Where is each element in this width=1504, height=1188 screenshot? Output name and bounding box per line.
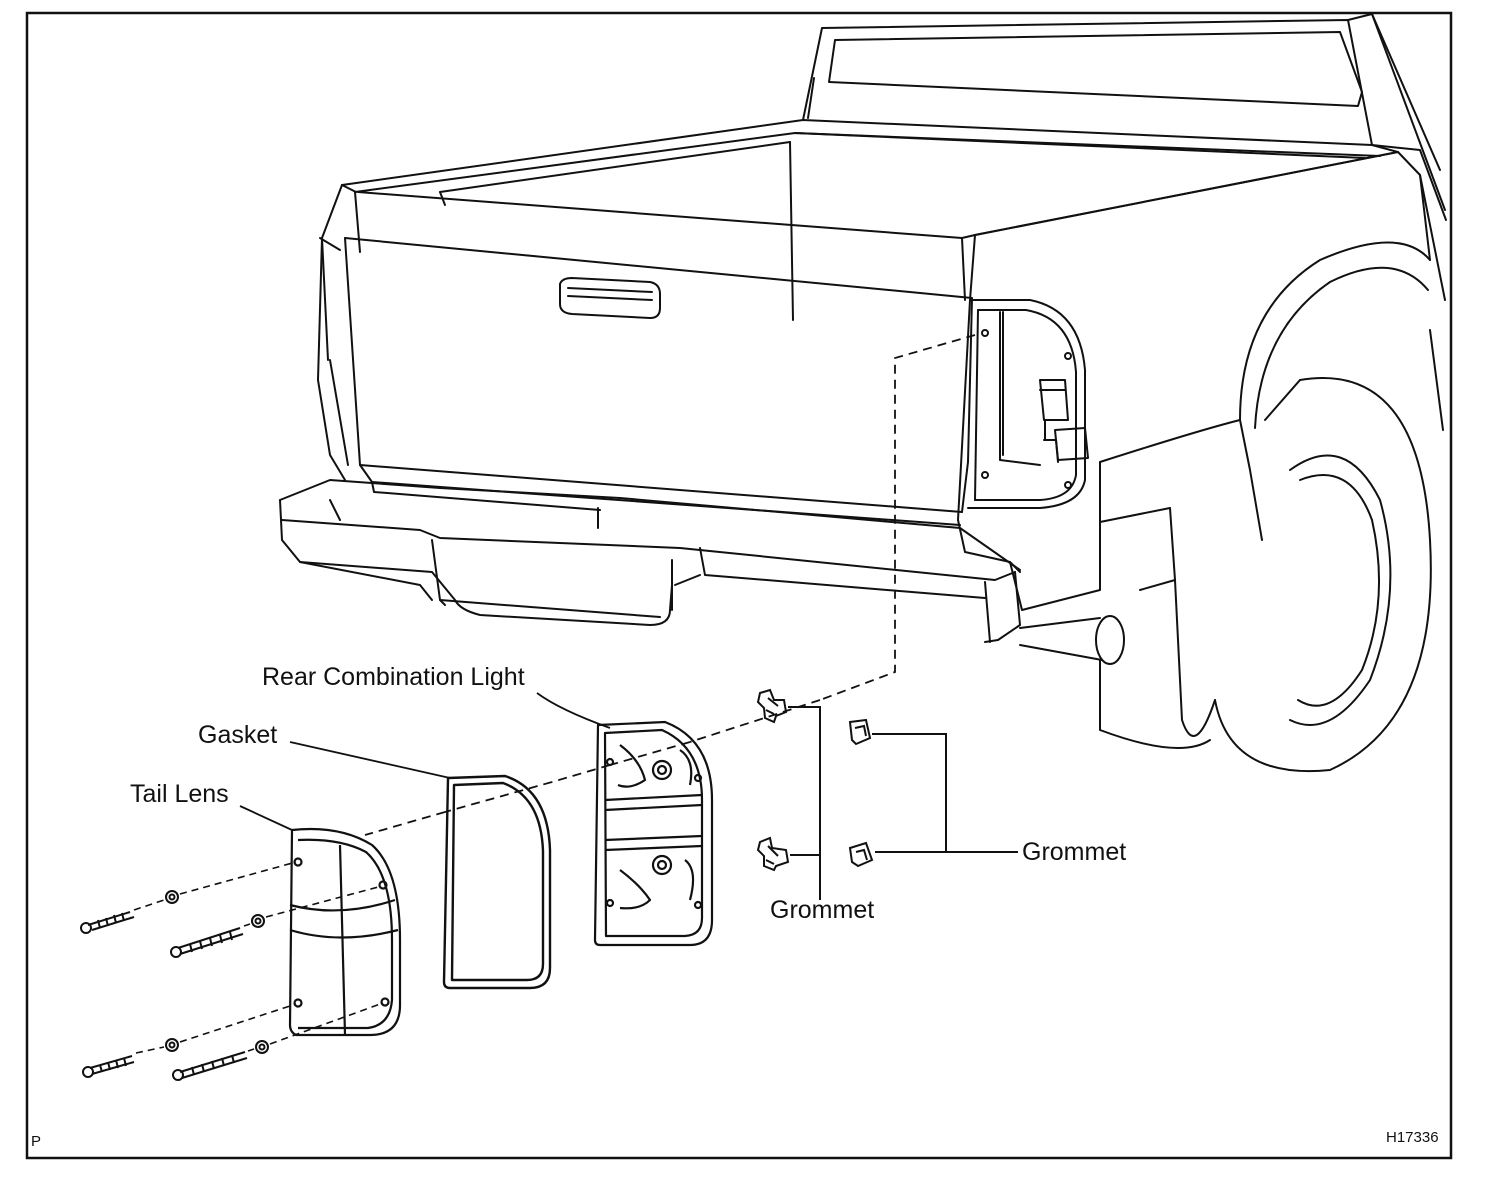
gasket xyxy=(442,774,552,990)
label-gasket: Gasket xyxy=(198,721,277,749)
exhaust-pipe xyxy=(1019,615,1211,749)
truck-cab xyxy=(802,13,1447,221)
screw-lower-left xyxy=(82,1055,135,1078)
tail-light-opening xyxy=(967,299,1089,509)
tailgate xyxy=(319,237,973,526)
rear-tire xyxy=(1139,174,1446,773)
rear-combination-light xyxy=(593,720,714,947)
page-marker: P xyxy=(31,1133,41,1150)
right-quarter-panel xyxy=(957,151,1431,611)
label-tail-lens: Tail Lens xyxy=(130,780,229,808)
grommet-square-lower xyxy=(848,841,874,868)
tail-lens xyxy=(288,827,402,1037)
label-rear-combination-light: Rear Combination Light xyxy=(262,663,525,691)
screw-upper-right xyxy=(170,927,244,958)
screw-upper-left xyxy=(80,911,135,934)
grommet-clip-lower xyxy=(756,836,790,872)
grommets-right xyxy=(848,718,1018,868)
washers xyxy=(165,890,269,1054)
grommet-clip-upper xyxy=(756,688,788,724)
mounting-leader-lines xyxy=(364,334,976,836)
tailgate-handle xyxy=(559,277,661,319)
screw-lower-right xyxy=(172,1051,248,1081)
label-grommet-right: Grommet xyxy=(1022,838,1126,866)
truck-bed xyxy=(321,119,1399,361)
rear-bumper xyxy=(279,479,1021,643)
figure-border xyxy=(25,11,1453,1160)
grommets-center xyxy=(756,688,821,900)
pickup-truck xyxy=(279,13,1447,773)
label-leaders xyxy=(239,692,611,831)
label-grommet-center: Grommet xyxy=(770,896,874,924)
left-bed-post xyxy=(317,237,349,481)
grommet-square-upper xyxy=(848,718,872,746)
tail-lens-screws xyxy=(80,861,384,1081)
figure-id: H17336 xyxy=(1386,1129,1439,1146)
